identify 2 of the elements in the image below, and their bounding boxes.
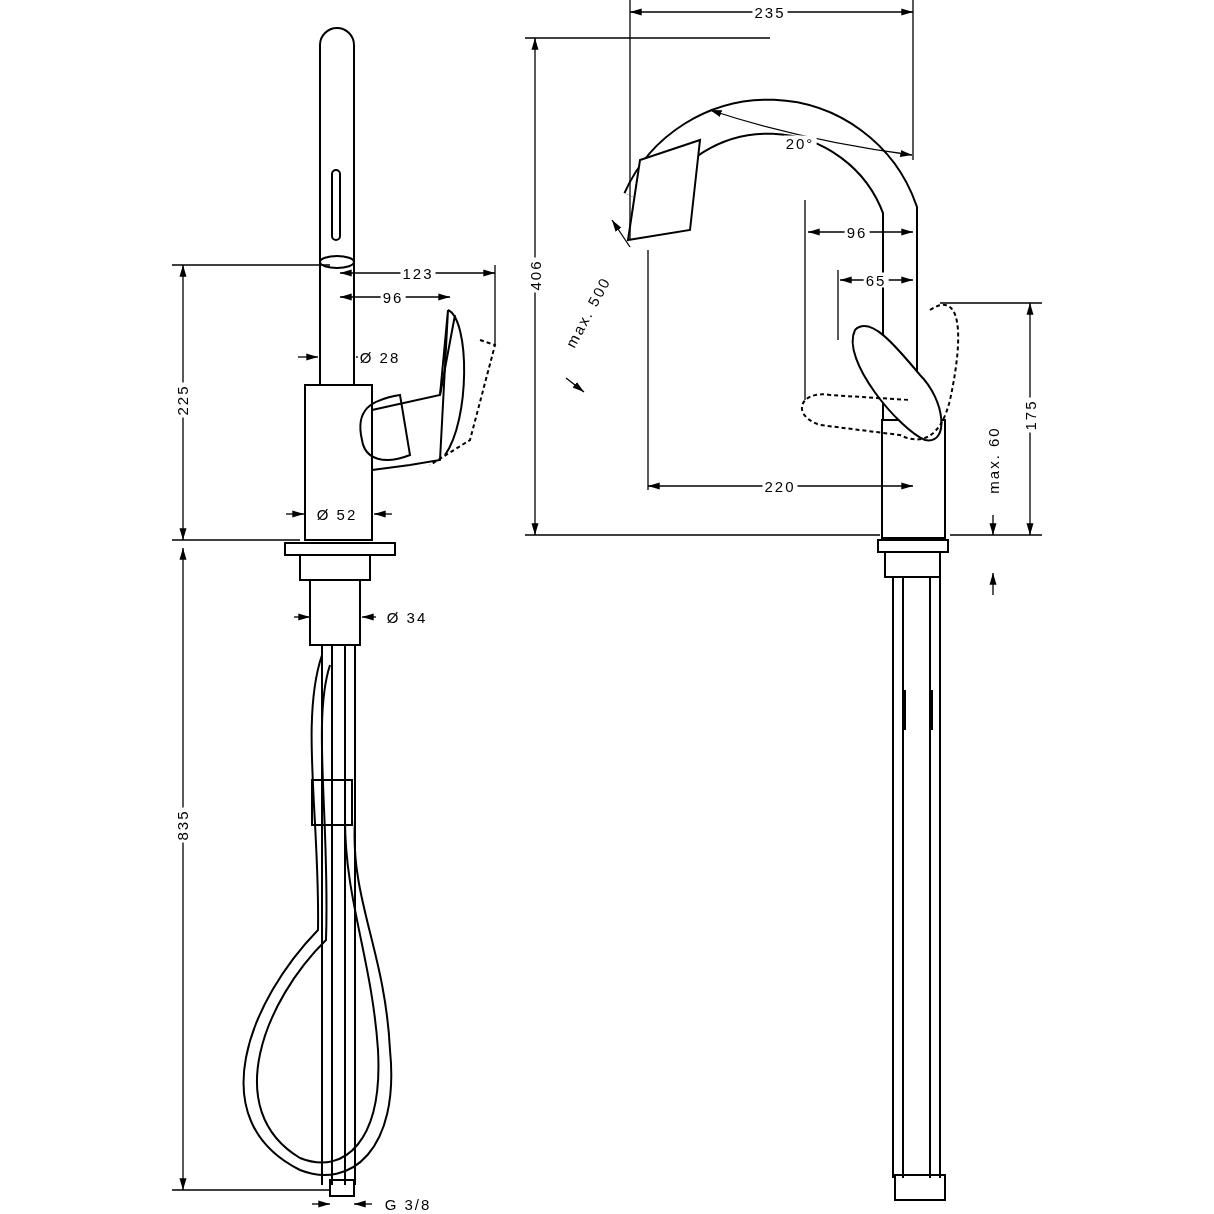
dimension-label: 65: [863, 272, 889, 288]
dimension-label: 20°: [783, 135, 817, 151]
